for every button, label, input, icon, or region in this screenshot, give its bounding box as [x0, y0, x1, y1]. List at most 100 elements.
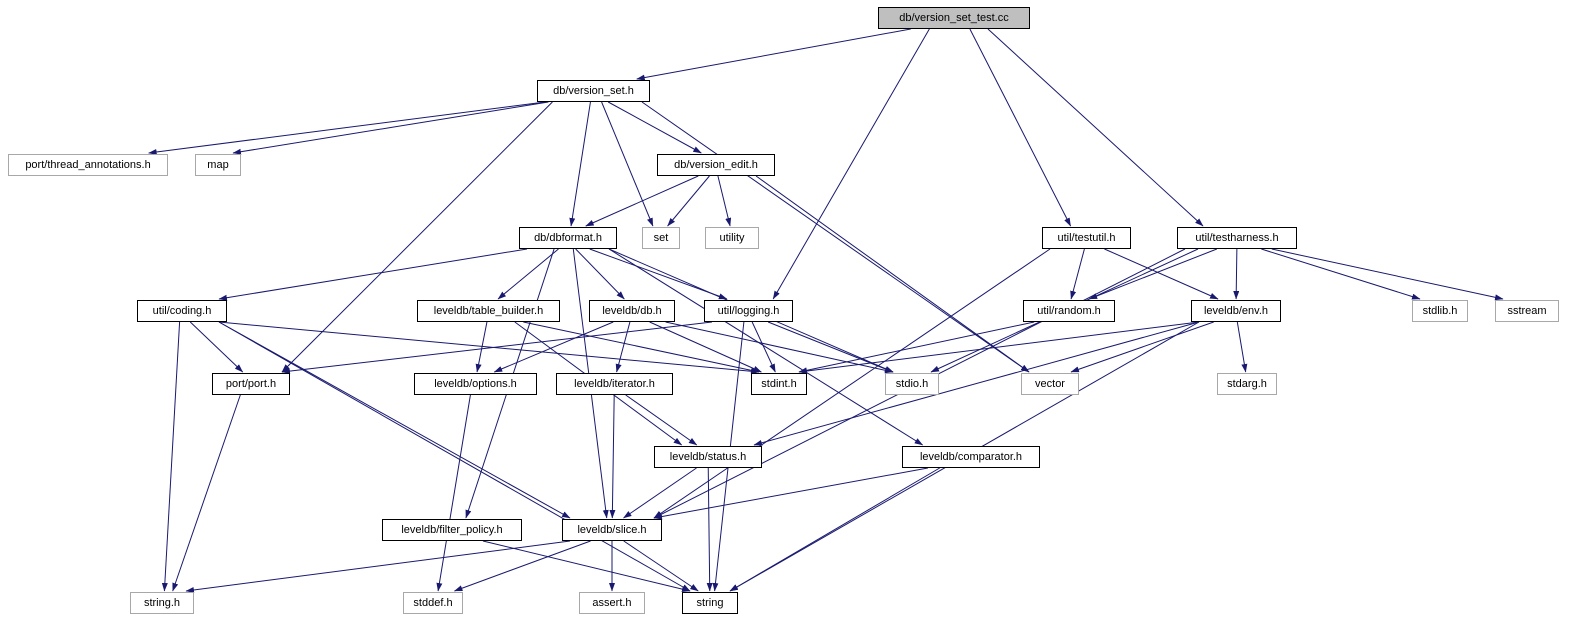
graph-node-version_set_test: db/version_set_test.cc	[878, 7, 1030, 29]
include-edge-version_edit--set	[667, 175, 710, 227]
graph-node-label: leveldb/table_builder.h	[433, 305, 544, 317]
graph-node-label: stdarg.h	[1227, 378, 1267, 390]
graph-node-status[interactable]: leveldb/status.h	[654, 446, 762, 468]
graph-node-port[interactable]: port/port.h	[212, 373, 290, 395]
include-edge-status--slice	[623, 467, 697, 519]
include-edge-slice--string	[623, 540, 699, 592]
graph-node-label: db/dbformat.h	[534, 232, 602, 244]
graph-node-stddef_h: stddef.h	[403, 592, 463, 614]
include-edge-logging--stdint_h	[751, 321, 776, 373]
graph-node-label: db/version_set.h	[553, 85, 634, 97]
graph-node-label: util/random.h	[1037, 305, 1101, 317]
include-edge-version_set--map	[232, 101, 549, 155]
graph-node-label: leveldb/filter_policy.h	[401, 524, 503, 536]
include-edge-version_edit--dbformat	[585, 175, 699, 227]
include-edge-env--stdint_h	[798, 321, 1200, 374]
include-edge-table_builder--stdint_h	[523, 321, 760, 374]
graph-node-stdarg_h: stdarg.h	[1217, 373, 1277, 395]
include-edge-options--stddef_h	[436, 394, 471, 592]
include-edge-db_h--iterator	[615, 321, 631, 373]
include-edge-version_set_test--testharness	[987, 28, 1204, 227]
graph-node-label: string.h	[143, 597, 181, 609]
graph-node-db_h[interactable]: leveldb/db.h	[589, 300, 675, 322]
include-edge-dbformat--db_h	[575, 248, 625, 300]
graph-node-set: set	[642, 227, 680, 249]
include-edge-version_set--version_edit	[607, 101, 702, 154]
graph-node-label: assert.h	[592, 597, 632, 609]
include-edge-version_set_test--testutil	[969, 28, 1072, 227]
graph-node-slice[interactable]: leveldb/slice.h	[562, 519, 662, 541]
include-edge-db_h--stdio_h	[665, 321, 894, 374]
graph-node-thread_annotations: port/thread_annotations.h	[8, 154, 168, 176]
graph-node-table_builder[interactable]: leveldb/table_builder.h	[417, 300, 560, 322]
graph-node-string_h: string.h	[130, 592, 194, 614]
include-edge-version_set_test--version_set	[636, 28, 911, 81]
graph-node-label: leveldb/options.h	[434, 378, 517, 390]
graph-node-testharness[interactable]: util/testharness.h	[1177, 227, 1297, 249]
include-edge-coding--stdint_h	[218, 321, 760, 375]
include-edge-coding--string_h	[161, 321, 181, 592]
graph-node-assert_h: assert.h	[579, 592, 645, 614]
graph-node-map: map	[195, 154, 241, 176]
include-edge-testutil--random	[1070, 248, 1085, 300]
include-edge-coding--slice	[218, 321, 571, 519]
include-edge-testharness--sstream	[1271, 248, 1504, 301]
include-edge-env--stdarg_h	[1236, 321, 1248, 373]
include-edge-version_set--dbformat	[569, 101, 591, 227]
graph-node-dbformat[interactable]: db/dbformat.h	[519, 227, 617, 249]
graph-node-label: stddef.h	[413, 597, 453, 609]
graph-node-label: stdint.h	[761, 378, 797, 390]
graph-node-coding[interactable]: util/coding.h	[137, 300, 227, 322]
graph-node-label: utility	[719, 232, 745, 244]
graph-node-options[interactable]: leveldb/options.h	[414, 373, 537, 395]
include-edge-coding--port	[189, 321, 244, 373]
graph-node-label: string	[696, 597, 724, 609]
graph-node-label: util/logging.h	[717, 305, 780, 317]
graph-node-label: map	[207, 159, 229, 171]
graph-node-label: set	[653, 232, 669, 244]
graph-node-label: stdlib.h	[1422, 305, 1458, 317]
graph-node-random[interactable]: util/random.h	[1023, 300, 1115, 322]
graph-node-comparator[interactable]: leveldb/comparator.h	[902, 446, 1040, 468]
graph-node-label: leveldb/slice.h	[577, 524, 647, 536]
graph-node-version_set[interactable]: db/version_set.h	[537, 80, 650, 102]
include-edge-version_set--vector	[641, 101, 1030, 373]
graph-node-label: db/version_set_test.cc	[899, 12, 1009, 24]
include-edge-slice--string_h	[185, 540, 571, 593]
include-edge-testutil--env	[1104, 248, 1219, 300]
include-edge-dbformat--table_builder	[497, 248, 559, 300]
graph-node-iterator[interactable]: leveldb/iterator.h	[556, 373, 673, 395]
graph-node-stdlib_h: stdlib.h	[1412, 300, 1468, 322]
include-edge-version_set_test--logging	[772, 28, 930, 300]
include-edge-version_set--thread_annotations	[148, 101, 546, 155]
graph-node-vector: vector	[1021, 373, 1079, 395]
graph-node-label: db/version_edit.h	[674, 159, 758, 171]
include-edge-slice--stddef_h	[454, 540, 591, 592]
include-edge-port--string_h	[172, 394, 241, 592]
graph-node-label: port/thread_annotations.h	[25, 159, 151, 171]
include-edge-dbformat--logging	[589, 248, 728, 300]
graph-node-env[interactable]: leveldb/env.h	[1191, 300, 1281, 322]
graph-node-filter_policy[interactable]: leveldb/filter_policy.h	[382, 519, 522, 541]
include-edge-iterator--status	[625, 394, 698, 446]
graph-node-sstream: sstream	[1495, 300, 1559, 322]
graph-node-version_edit[interactable]: db/version_edit.h	[657, 154, 775, 176]
graph-node-label: util/testharness.h	[1195, 232, 1279, 244]
include-edge-testharness--random	[1088, 248, 1218, 300]
include-edge-comparator--string	[729, 467, 940, 592]
graph-node-label: sstream	[1507, 305, 1547, 317]
include-edge-dbformat--coding	[218, 248, 528, 301]
graph-node-logging[interactable]: util/logging.h	[704, 300, 793, 322]
include-edge-filter_policy--string	[482, 540, 691, 593]
include-edge-comparator--slice	[653, 467, 929, 520]
graph-node-label: leveldb/env.h	[1203, 305, 1268, 317]
include-edge-testharness--env	[1233, 248, 1240, 300]
graph-node-label: vector	[1035, 378, 1065, 390]
graph-node-label: leveldb/iterator.h	[574, 378, 655, 390]
include-edge-db_h--options	[493, 321, 614, 373]
include-edge-iterator--slice	[609, 394, 616, 519]
graph-node-testutil[interactable]: util/testutil.h	[1042, 227, 1131, 249]
graph-node-label: leveldb/comparator.h	[919, 451, 1023, 463]
include-edge-version_set--set	[601, 101, 654, 227]
